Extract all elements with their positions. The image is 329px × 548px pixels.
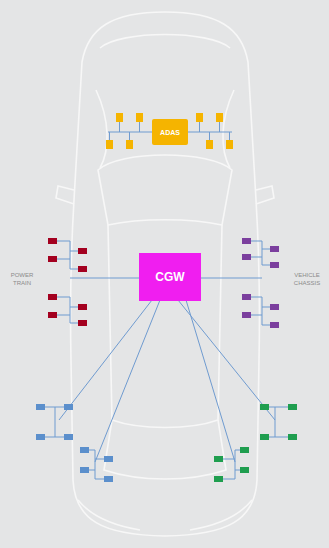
stub-line — [55, 407, 64, 408]
bus-line — [262, 297, 263, 325]
network-wires — [59, 278, 275, 462]
stub-line — [70, 251, 78, 252]
stub-line — [199, 122, 200, 132]
stub-line — [57, 315, 70, 316]
stub-line — [70, 269, 78, 270]
ecu-block — [206, 140, 213, 149]
ecu-block — [48, 238, 57, 244]
ecu-block — [242, 254, 251, 260]
bus-line — [95, 450, 96, 479]
ecu-block — [106, 140, 113, 149]
ecu-block — [226, 140, 233, 149]
ecu-block — [36, 404, 45, 410]
stub-line — [275, 437, 288, 438]
ecu-block — [240, 447, 249, 453]
ecu-block — [116, 113, 123, 122]
stub-line — [251, 241, 262, 242]
stub-line — [262, 265, 270, 266]
ecu-block — [48, 256, 57, 262]
ecu-block — [270, 246, 279, 252]
ecu-clusters — [36, 113, 297, 482]
stub-line — [269, 407, 275, 408]
ecu-block — [78, 266, 87, 272]
ecu-block — [242, 294, 251, 300]
group-label: VEHICLE CHASSIS — [290, 271, 324, 287]
ecu-block — [36, 434, 45, 440]
stub-line — [262, 325, 270, 326]
stub-line — [219, 122, 220, 132]
ecu-block — [196, 113, 203, 122]
bus-line — [235, 450, 236, 479]
node-label: CGW — [155, 270, 184, 284]
adas-box: ADAS — [152, 119, 188, 145]
stub-line — [109, 132, 110, 140]
ecu-block — [136, 113, 143, 122]
ecu-block — [48, 294, 57, 300]
ecu-block — [216, 113, 223, 122]
stub-line — [89, 450, 95, 451]
node-label: ADAS — [160, 129, 180, 136]
ecu-block — [48, 312, 57, 318]
group-label: POWER TRAIN — [7, 271, 37, 287]
stub-line — [70, 323, 78, 324]
car-outline — [56, 12, 274, 536]
ecu-block — [288, 434, 297, 440]
ecu-block — [242, 238, 251, 244]
ecu-block — [214, 476, 223, 482]
stub-line — [262, 307, 270, 308]
ecu-block — [64, 404, 73, 410]
ecu-block — [270, 262, 279, 268]
bus-line — [262, 241, 263, 265]
stub-line — [235, 470, 240, 471]
ecu-block — [270, 322, 279, 328]
ecu-block — [80, 447, 89, 453]
bus-line — [70, 297, 71, 323]
stub-line — [70, 307, 78, 308]
ecu-block — [288, 404, 297, 410]
gateway-box: CGW — [139, 253, 201, 301]
stub-line — [45, 437, 55, 438]
ecu-block — [214, 456, 223, 462]
stub-line — [57, 297, 70, 298]
ecu-block — [242, 312, 251, 318]
stub-line — [45, 407, 55, 408]
stub-line — [57, 241, 70, 242]
ecu-block — [240, 467, 249, 473]
ecu-block — [78, 304, 87, 310]
bus-line — [55, 407, 56, 437]
stub-line — [262, 249, 270, 250]
bus-line — [275, 407, 276, 437]
stub-line — [57, 259, 70, 260]
stub-line — [235, 450, 240, 451]
stub-line — [95, 459, 104, 460]
ecu-block — [78, 248, 87, 254]
stub-line — [229, 132, 230, 140]
stub-line — [223, 479, 235, 480]
ecu-block — [64, 434, 73, 440]
stub-line — [251, 315, 262, 316]
stub-line — [269, 437, 275, 438]
stub-line — [139, 122, 140, 132]
stub-line — [223, 459, 235, 460]
stub-line — [251, 297, 262, 298]
bus-line — [70, 241, 71, 269]
ecu-block — [78, 320, 87, 326]
ecu-block — [260, 434, 269, 440]
stub-line — [55, 437, 64, 438]
ecu-block — [104, 456, 113, 462]
stub-line — [119, 122, 120, 132]
ecu-block — [126, 140, 133, 149]
stub-line — [209, 132, 210, 140]
stub-line — [95, 479, 104, 480]
ecu-block — [104, 476, 113, 482]
ecu-block — [260, 404, 269, 410]
stub-line — [129, 132, 130, 140]
ecu-block — [80, 467, 89, 473]
stub-line — [89, 470, 95, 471]
ecu-block — [270, 304, 279, 310]
stub-line — [275, 407, 288, 408]
stub-line — [251, 257, 262, 258]
